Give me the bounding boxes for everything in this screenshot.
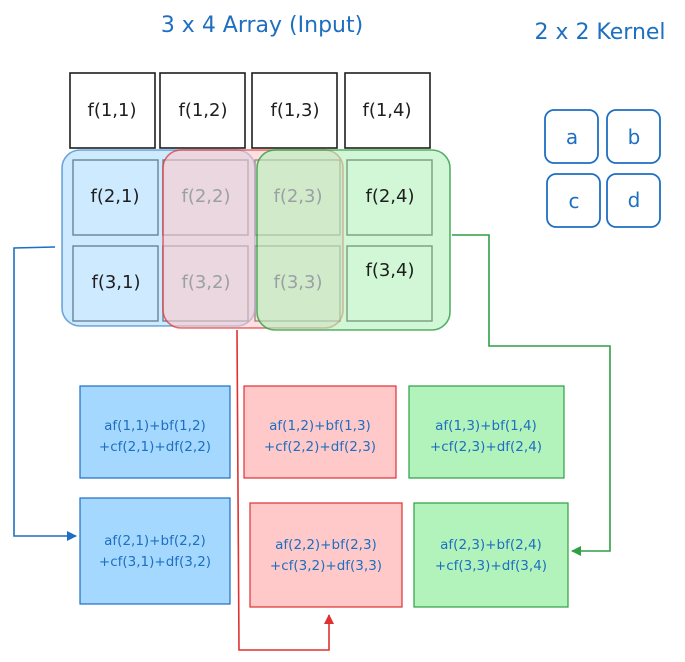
input-cell-2-1-label: f(2,1) — [90, 186, 139, 207]
input-cell-3-4-label: f(3,4) — [365, 260, 414, 281]
input-cell-1-3-label: f(1,3) — [270, 100, 319, 121]
output-cell-2-2 — [249, 502, 403, 608]
red-connector-arrow — [236, 329, 334, 651]
input-cell-1-3 — [251, 72, 338, 149]
kernel-cell-b-label: b — [628, 125, 641, 149]
input-rows-2-3-labels: f(2,1) f(2,2) f(2,3) f(2,4) f(3,1) f(3,2… — [90, 186, 414, 293]
output-cell-2-2-line-1: af(2,2)+bf(2,3) — [275, 537, 377, 553]
kernel-cell-d — [606, 173, 661, 228]
output-cell-2-1-line-2: +cf(3,1)+df(3,2) — [99, 554, 211, 570]
kernel-cell-b — [606, 109, 661, 164]
output-cell-1-1-line-1: af(1,1)+bf(1,2) — [104, 418, 206, 434]
output-cell-1-3 — [408, 385, 565, 479]
input-cell-3-1-label: f(3,1) — [91, 272, 140, 293]
input-cell-2-3-label: f(2,3) — [273, 186, 322, 207]
output-cell-1-3-line-1: af(1,3)+bf(1,4) — [435, 418, 537, 434]
blue-connector-arrow — [13, 246, 77, 541]
kernel-grid: a b c d — [544, 109, 661, 228]
input-cell-1-1-label: f(1,1) — [87, 100, 136, 121]
kernel-title: 2 x 2 Kernel — [534, 20, 665, 45]
green-kernel-window — [256, 149, 451, 331]
output-cell-2-2-line-2: +cf(3,2)+df(3,3) — [270, 558, 382, 574]
output-cell-1-3-line-2: +cf(2,3)+df(2,4) — [430, 439, 542, 455]
input-cell-2-4-label: f(2,4) — [365, 186, 414, 207]
output-cell-1-1-line-2: +cf(2,1)+df(2,2) — [99, 439, 211, 455]
output-cell-2-3-line-2: +cf(3,3)+df(3,4) — [435, 558, 547, 574]
kernel-cell-c-label: c — [569, 189, 580, 213]
input-cell-2-2-label: f(2,2) — [181, 186, 230, 207]
output-cell-2-1 — [79, 497, 231, 605]
input-array-title: 3 x 4 Array (Input) — [161, 13, 363, 38]
output-cell-2-3-line-1: af(2,3)+bf(2,4) — [440, 537, 542, 553]
input-cell-1-4 — [344, 72, 431, 149]
output-cell-2-1-line-1: af(2,1)+bf(2,2) — [104, 533, 206, 549]
input-cell-1-2-label: f(1,2) — [178, 100, 227, 121]
output-cell-1-1 — [79, 385, 231, 479]
input-cell-1-4-label: f(1,4) — [362, 100, 411, 121]
green-connector-arrow — [452, 234, 611, 556]
input-cell-1-2 — [159, 72, 246, 149]
output-grid: af(1,1)+bf(1,2) +cf(2,1)+df(2,2) af(1,2)… — [79, 385, 569, 608]
kernel-cell-a-label: a — [566, 125, 578, 149]
output-cell-1-2-line-2: +cf(2,2)+df(2,3) — [264, 439, 376, 455]
output-cell-2-3 — [413, 502, 569, 608]
input-cell-1-1 — [69, 72, 156, 149]
input-cell-3-3-label: f(3,3) — [273, 272, 322, 293]
kernel-cell-c — [546, 173, 601, 228]
output-cell-1-2-line-1: af(1,2)+bf(1,3) — [269, 418, 371, 434]
input-cell-3-2-label: f(3,2) — [181, 272, 230, 293]
output-cell-1-2 — [243, 385, 397, 479]
kernel-cell-d-label: d — [628, 188, 641, 212]
kernel-cell-a — [544, 109, 599, 164]
input-row-1: f(1,1) f(1,2) f(1,3) f(1,4) — [69, 72, 431, 149]
